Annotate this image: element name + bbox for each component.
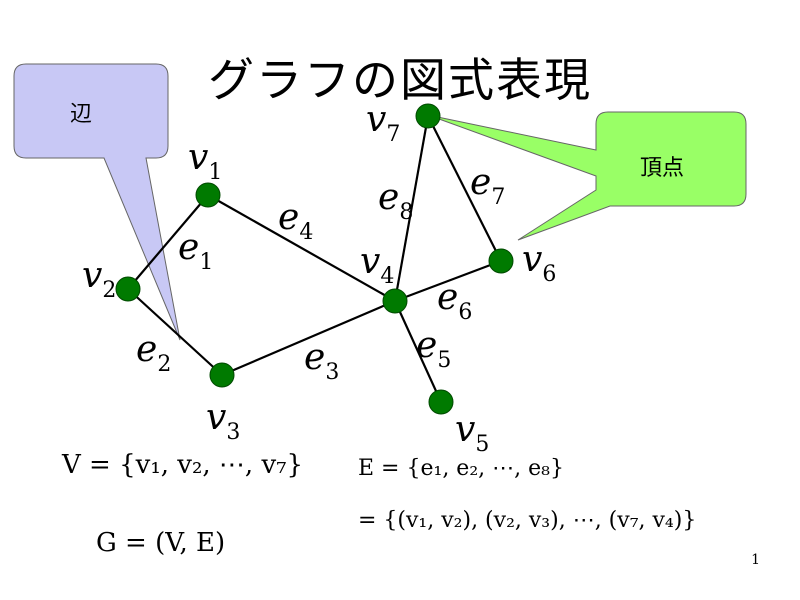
vertex-label-subscript: 2 xyxy=(102,278,117,303)
edge-e1 xyxy=(127,194,209,290)
edge-label-base: e xyxy=(416,325,438,366)
vertex-label-base: v xyxy=(522,239,543,280)
edge-label-e7: e7 xyxy=(470,165,505,209)
vertex-label-v3: v3 xyxy=(206,400,240,444)
vertex-v5 xyxy=(428,389,454,415)
edges xyxy=(127,115,502,403)
edge-label-subscript: 4 xyxy=(299,220,314,245)
vertex-callout-bubble xyxy=(427,111,747,241)
edge-label-subscript: 5 xyxy=(437,348,452,373)
edge-label-subscript: 2 xyxy=(157,352,172,377)
edge-label-subscript: 1 xyxy=(199,250,214,275)
vertex-label-subscript: 7 xyxy=(386,122,401,147)
vertex-label-base: v xyxy=(366,99,387,140)
vertex-v2 xyxy=(115,276,141,302)
vertex-label-v5: v5 xyxy=(455,412,489,456)
edge-callout-label: 辺 xyxy=(70,102,93,127)
edge-label-base: e xyxy=(136,329,158,370)
vertex-label-v4: v4 xyxy=(360,244,394,288)
edge-pairs-formula: = {(v₁, v₂), (v₂, v₃), ⋯, (v₇, v₄)} xyxy=(358,508,697,533)
edge-e5 xyxy=(393,300,443,403)
edge-e8 xyxy=(393,115,430,302)
vertex-label-base: v xyxy=(188,137,209,178)
edge-label-base: e xyxy=(304,337,326,378)
vertex-label-subscript: 5 xyxy=(475,432,490,457)
vertex-callout-label: 頂点 xyxy=(640,156,685,181)
edge-label-e2: e2 xyxy=(136,332,171,376)
vertex-label-base: v xyxy=(206,397,227,438)
edge-label-subscript: 7 xyxy=(491,185,506,210)
edge-e7 xyxy=(427,115,502,262)
vertex-v6 xyxy=(488,248,514,274)
edge-label-e3: e3 xyxy=(304,340,339,384)
vertex-label-v2: v2 xyxy=(82,258,116,302)
vertex-label-base: v xyxy=(455,409,476,450)
edge-label-subscript: 6 xyxy=(458,300,473,325)
vertex-label-v6: v6 xyxy=(522,242,556,286)
edge-e2 xyxy=(127,288,223,376)
edge-e3 xyxy=(221,299,396,377)
edge-label-subscript: 3 xyxy=(325,360,340,385)
edge-label-e1: e1 xyxy=(178,230,213,274)
slide-title: グラフの図式表現 xyxy=(208,53,592,107)
graph-definition-formula: G = (V, E) xyxy=(96,528,226,558)
vertex-label-subscript: 1 xyxy=(208,160,223,185)
edge-e6 xyxy=(394,259,502,303)
vertex-label-base: v xyxy=(82,255,103,296)
edge-label-base: e xyxy=(378,177,400,218)
vertex-set-formula: V = {v₁, v₂, ⋯, v₇} xyxy=(62,450,304,480)
vertex-label-base: v xyxy=(360,241,381,282)
edge-label-e8: e8 xyxy=(378,180,413,224)
vertex-label-subscript: 6 xyxy=(542,262,557,287)
edge-label-base: e xyxy=(470,162,492,203)
edge-label-subscript: 8 xyxy=(399,200,414,225)
page-number: 1 xyxy=(751,552,760,568)
edge-set-formula: E = {e₁, e₂, ⋯, e₈} xyxy=(358,456,564,481)
edge-label-base: e xyxy=(178,227,200,268)
edge-label-e5: e5 xyxy=(416,328,451,372)
vertex-v4 xyxy=(382,288,408,314)
edge-label-e4: e4 xyxy=(278,200,313,244)
edge-label-e6: e6 xyxy=(437,280,472,324)
edge-e4 xyxy=(207,194,396,302)
vertex-v7 xyxy=(415,103,441,129)
edge-label-base: e xyxy=(437,277,459,318)
vertex-v3 xyxy=(209,362,235,388)
vertex-label-v7: v7 xyxy=(366,102,400,146)
vertices xyxy=(115,103,514,415)
vertex-label-v1: v1 xyxy=(188,140,222,184)
vertex-v1 xyxy=(195,182,221,208)
vertex-label-subscript: 3 xyxy=(226,420,241,445)
vertex-label-subscript: 4 xyxy=(380,264,395,289)
edge-label-base: e xyxy=(278,197,300,238)
